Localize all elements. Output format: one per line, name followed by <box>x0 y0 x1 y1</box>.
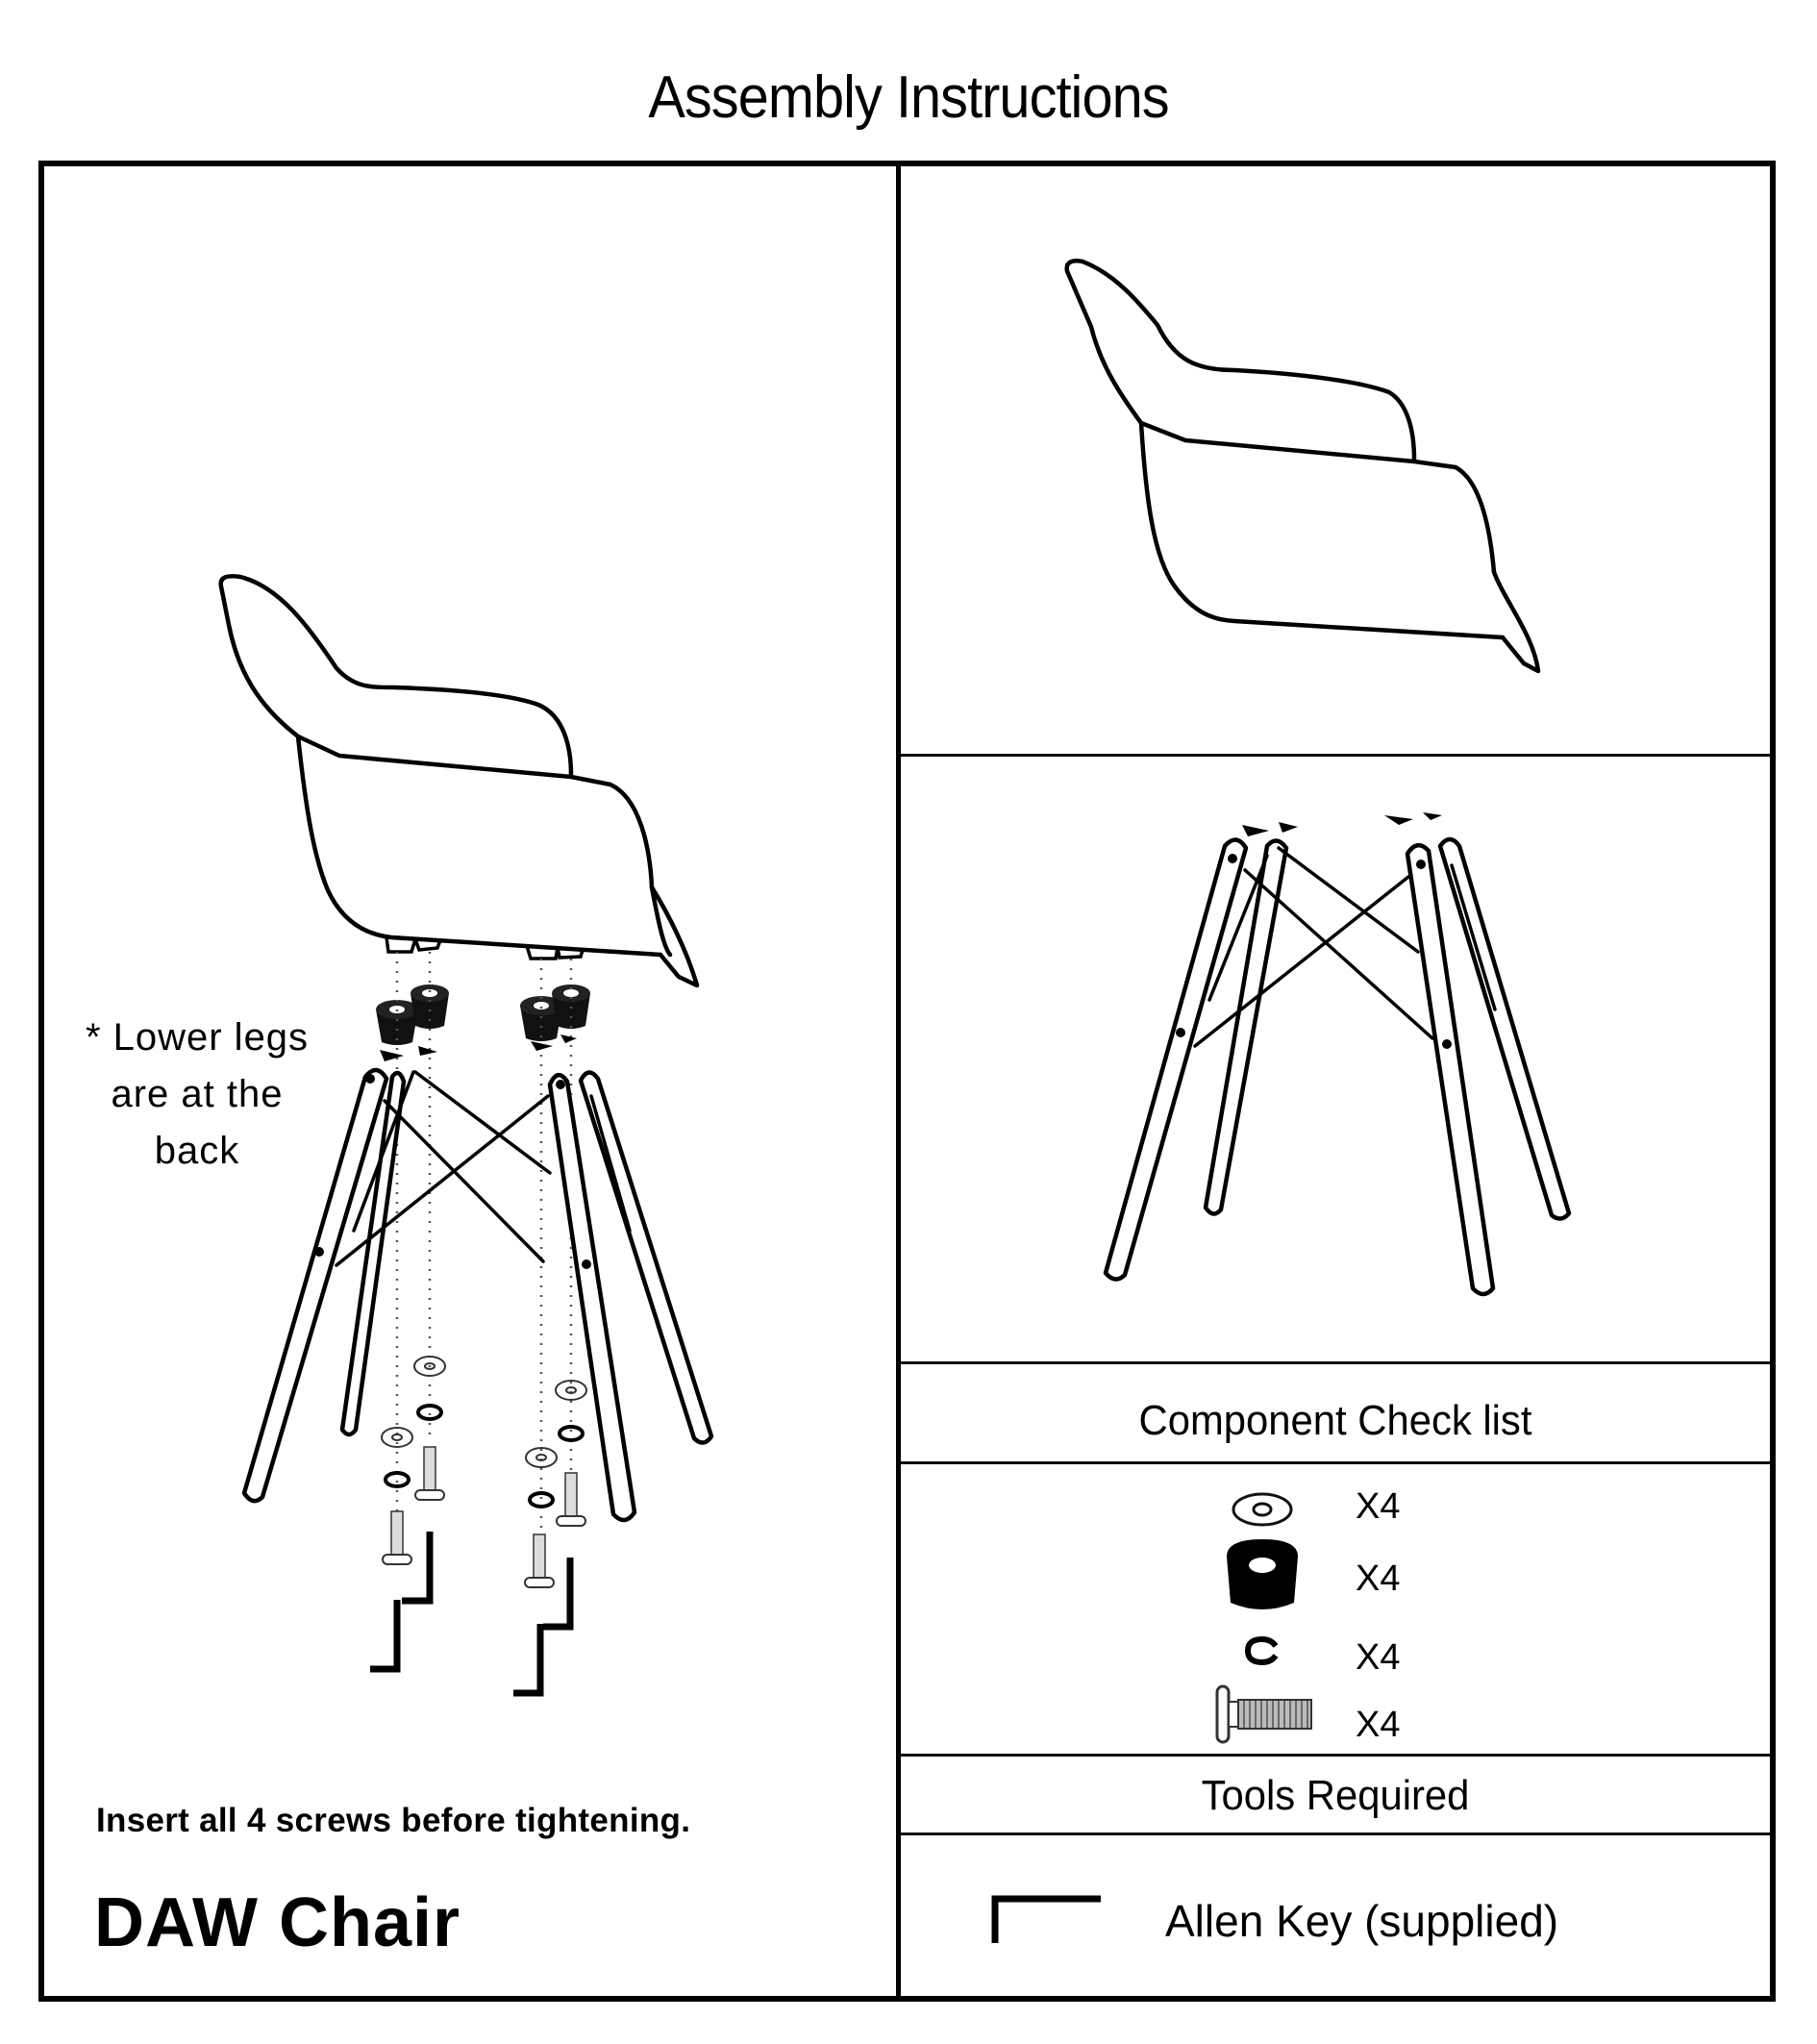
divider-checklist-items <box>901 1461 1770 1464</box>
allen-key-icon <box>991 1895 1101 1943</box>
document-title: Assembly Instructions <box>648 64 1169 131</box>
quantity: X4 <box>1356 1637 1401 1678</box>
quantity: X4 <box>1356 1558 1401 1599</box>
quantity: X4 <box>1356 1705 1401 1745</box>
lower-legs-note: * Lower legs are at the back <box>67 1010 327 1180</box>
flat-washer-icon <box>1232 1492 1293 1527</box>
tightening-instruction: Insert all 4 screws before tightening. <box>96 1802 691 1839</box>
rubber-foot-cap-icon <box>1227 1539 1298 1609</box>
divider-legs-checklist <box>901 1361 1770 1364</box>
product-name: DAW Chair <box>94 1884 461 1961</box>
component-checklist-heading: Component Check list <box>1138 1397 1532 1444</box>
note-line-1: * Lower legs <box>85 1016 310 1059</box>
instruction-frame <box>38 161 1776 2002</box>
allen-key-label: Allen Key (supplied) <box>1165 1896 1559 1946</box>
tools-required-heading: Tools Required <box>1201 1772 1470 1819</box>
note-line-2: are at the <box>111 1073 284 1115</box>
divider-items-tools <box>901 1754 1770 1757</box>
divider-seat-legs <box>901 754 1770 757</box>
spring-washer-icon <box>1244 1636 1279 1665</box>
column-divider <box>896 161 901 1997</box>
bolt-screw-icon <box>1215 1684 1312 1744</box>
divider-tools-key <box>901 1832 1770 1835</box>
quantity: X4 <box>1356 1486 1401 1527</box>
note-line-3: back <box>154 1130 240 1172</box>
